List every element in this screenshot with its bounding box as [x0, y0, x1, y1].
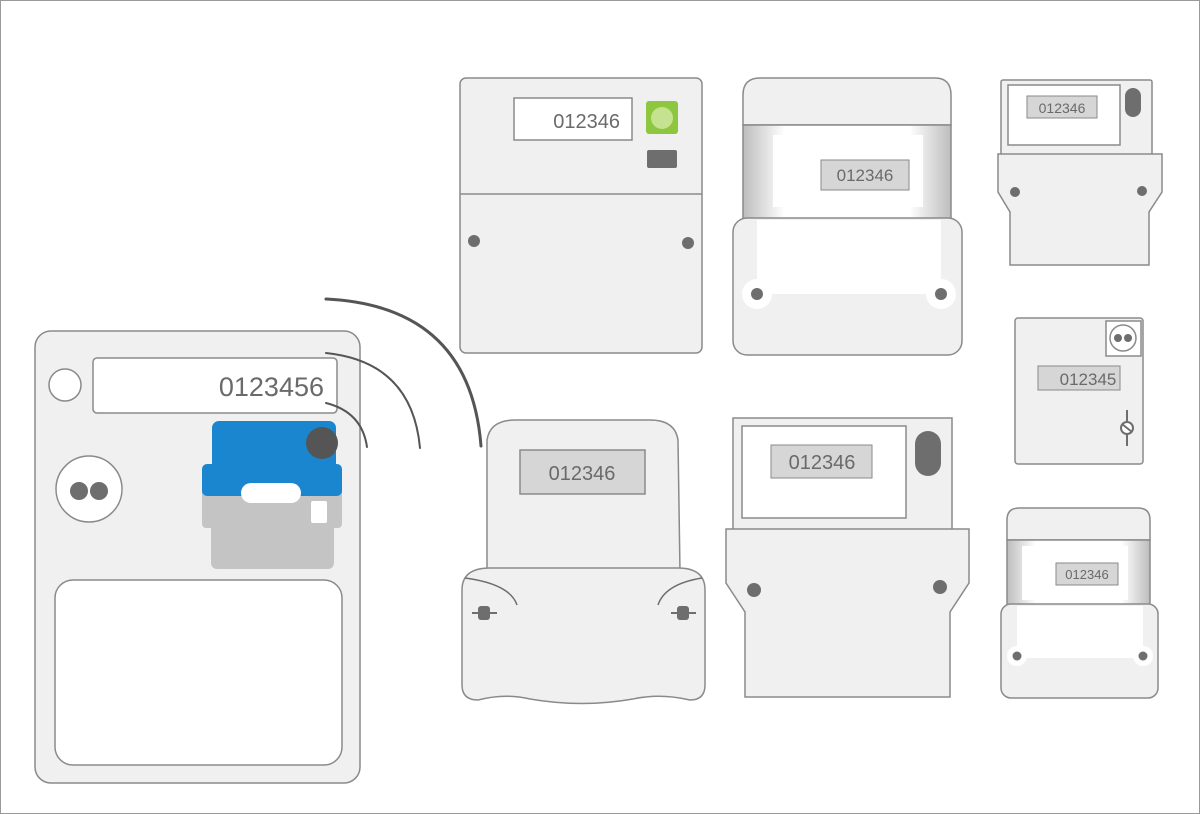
meter-e-seal-left-icon — [472, 606, 497, 620]
meter-a-button — [647, 150, 677, 168]
meter-g: 012346 — [1000, 507, 1159, 699]
comms-hub-top — [212, 421, 336, 487]
socket-pin-right — [1124, 334, 1132, 342]
screw — [1137, 186, 1147, 196]
meter-f: 012346 — [725, 417, 970, 698]
smart-meter-reading: 0123456 — [219, 372, 324, 402]
socket-pin-right — [90, 482, 108, 500]
meter-c-reading: 012346 — [1039, 100, 1086, 116]
meter-e: 012346 — [461, 419, 706, 705]
smart-meter-socket-icon — [55, 455, 123, 523]
comms-hub — [202, 421, 342, 569]
meter-b-display — [820, 159, 910, 191]
meter-g-display — [1055, 562, 1119, 586]
signal-wave-1 — [325, 402, 368, 448]
meter-g-terminal-window — [1017, 606, 1143, 658]
meter-d: 012345 — [1014, 317, 1144, 465]
signal-wave-2 — [325, 352, 421, 449]
meter-e-terminal-arc — [464, 577, 518, 606]
smart-meter: 0123456 — [34, 330, 361, 784]
meter-a-reading: 012346 — [553, 111, 620, 133]
screw — [682, 237, 694, 249]
meter-c-display — [1026, 95, 1098, 119]
meter-d-display — [1037, 365, 1121, 391]
screw — [1138, 651, 1148, 661]
meter-d-seal-slot — [1121, 423, 1133, 433]
screw — [468, 235, 480, 247]
meter-a: 012346 — [459, 77, 703, 354]
meter-e-base — [461, 567, 706, 705]
screw — [933, 580, 947, 594]
meter-f-reading: 012346 — [789, 452, 856, 474]
socket-pin-left — [70, 482, 88, 500]
meter-c-base — [997, 153, 1163, 266]
signal-wave-3 — [324, 297, 483, 448]
meter-a-body — [459, 77, 703, 354]
meter-b-top-cap — [742, 77, 952, 126]
meter-f-optical-port-icon — [915, 431, 941, 476]
smart-meter-display — [92, 357, 338, 414]
meter-e-terminal-arc — [657, 577, 703, 606]
meter-d-reading: 012345 — [1060, 370, 1117, 389]
screw — [751, 288, 763, 300]
wireless-signal-icon — [324, 297, 483, 449]
meter-b: 012346 — [732, 77, 963, 356]
meter-f-face — [741, 425, 907, 519]
meter-a-indicator-light — [651, 107, 673, 129]
meter-f-display — [770, 444, 873, 479]
screw — [1012, 651, 1022, 661]
screw — [935, 288, 947, 300]
meter-b-terminal-window — [757, 220, 941, 294]
screw — [1010, 187, 1020, 197]
comms-hub-label — [241, 483, 301, 503]
meter-c: 012346 — [997, 79, 1163, 266]
socket-pin-left — [1114, 334, 1122, 342]
meter-e-top — [486, 419, 681, 573]
meter-b-reading: 012346 — [837, 166, 894, 185]
comms-hub-port — [311, 501, 327, 523]
meter-d-socket-icon — [1109, 324, 1137, 352]
screw — [747, 583, 761, 597]
smart-meter-terminal-cover — [54, 579, 343, 766]
meter-e-seal-right-icon — [671, 606, 696, 620]
meter-e-display — [519, 449, 646, 495]
meter-e-reading: 012346 — [549, 463, 616, 485]
meter-f-base — [725, 528, 970, 698]
meter-a-display — [513, 97, 633, 141]
comms-hub-button-icon — [306, 427, 338, 459]
meter-c-optical-port-icon — [1125, 88, 1141, 117]
smart-meter-indicator-icon — [48, 368, 82, 402]
meter-g-reading: 012346 — [1065, 567, 1108, 582]
meter-g-top-cap — [1006, 507, 1151, 541]
